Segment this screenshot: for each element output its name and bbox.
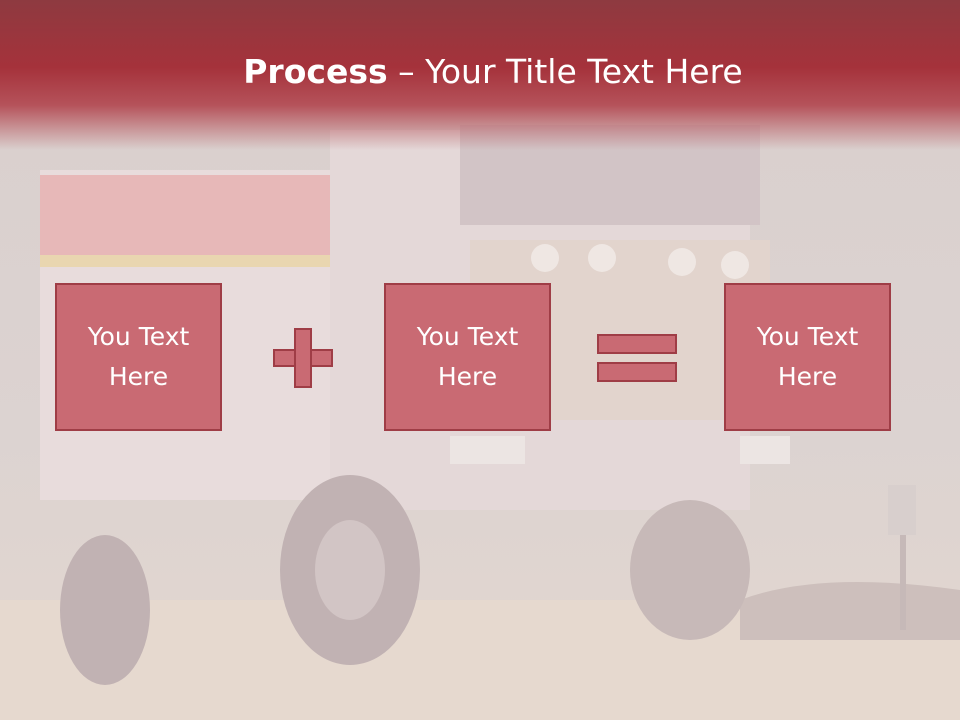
title-bold: Process (243, 52, 388, 91)
process-box-1-label: You Text Here (87, 322, 190, 391)
title-bar (0, 0, 960, 150)
process-box-1[interactable]: You Text Here (55, 283, 222, 431)
title-rest: – Your Title Text Here (387, 52, 743, 91)
process-box-3[interactable]: You Text Here (724, 283, 891, 431)
plus-icon-vertical (294, 328, 312, 388)
equals-icon-bottom (597, 362, 677, 382)
equals-icon-top (597, 334, 677, 354)
process-box-2-label: You Text Here (416, 322, 519, 391)
process-box-2[interactable]: You Text Here (384, 283, 551, 431)
process-box-3-label: You Text Here (756, 322, 859, 391)
slide-title: Process – Your Title Text Here (0, 52, 960, 91)
